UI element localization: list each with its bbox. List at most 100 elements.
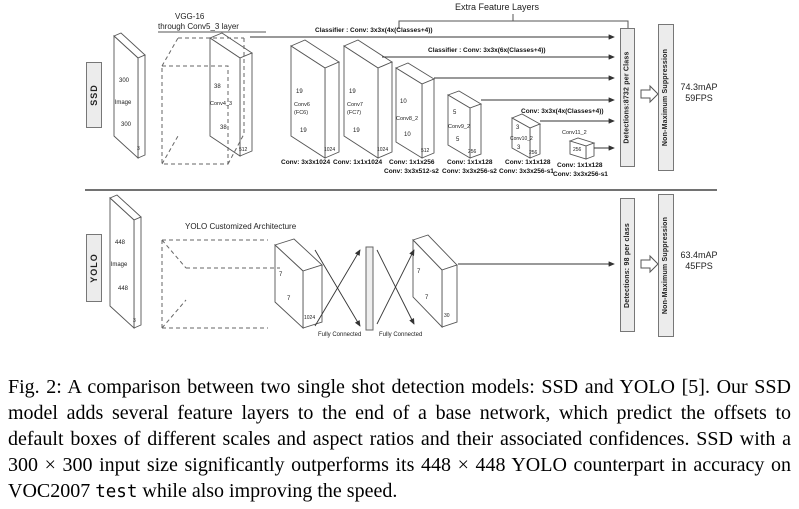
conv11_2-op2: Conv: 3x3x256-s1	[553, 171, 608, 178]
conv11_2-slab-front	[569, 140, 587, 160]
vgg-dashed-cube	[161, 37, 245, 165]
fully-connected-label-1: Fully Connected	[318, 332, 362, 338]
yolo-conv-channels: 1024	[304, 315, 316, 321]
yolo-arch-label: YOLO Customized Architecture	[185, 222, 297, 231]
conv6-dim1: 19	[296, 89, 303, 95]
ssd-input-plate-front	[113, 34, 139, 160]
conv9_2-name: Conv9_2	[448, 124, 471, 130]
ssd-input-plate-side	[137, 54, 146, 159]
caption-text-2: while also improving the speed.	[137, 480, 398, 502]
conv4_3-channels: 512	[239, 147, 248, 153]
conv10_2-op1: Conv: 1x1x128	[505, 159, 551, 166]
yolo-input-channels: 3	[133, 318, 136, 324]
conv9_2-channels: 256	[468, 149, 477, 155]
conv9_2-slab-front	[447, 94, 471, 159]
conv4_3-dim1: 38	[214, 84, 221, 90]
conv11_2-op1: Conv: 1x1x128	[557, 162, 603, 169]
conv10_2-dim1: 3	[516, 125, 520, 131]
classifier1-label: Classifier : Conv: 3x3x(4x(Classes+4))	[315, 27, 433, 34]
yolo-input-height: 448	[114, 240, 125, 246]
diagram-linework	[85, 14, 717, 331]
yolo-nms-block-arrow-icon	[640, 254, 659, 274]
conv8_2-dim1: 10	[400, 99, 407, 105]
extra-feature-layers-bracket	[398, 14, 629, 29]
conv4_3-slab-front	[209, 37, 241, 157]
conv8_2-op2: Conv: 3x3x512-s2	[384, 168, 439, 175]
conv10_2-name: Conv10_2	[510, 136, 533, 142]
yolo-map-score: 63.4mAP	[680, 250, 718, 260]
conv7-op: Conv: 1x1x1024	[333, 159, 383, 166]
conv10_2-dim2: 3	[517, 145, 521, 151]
conv7-name2: (FC7)	[347, 110, 362, 116]
conv9_2-op1: Conv: 1x1x128	[447, 159, 493, 166]
yolo-out-channels: 30	[444, 313, 450, 319]
architecture-diagram: SSD Detections:8732 per Class Non-Maximu…	[85, 2, 718, 338]
fc-layer-bar	[365, 246, 374, 331]
extra-feature-layers-label: Extra Feature Layers	[455, 2, 540, 12]
conv8_2-slab-front	[395, 67, 423, 159]
conv4_3-dim2: 38	[220, 125, 227, 131]
ssd-classifier-arrows	[250, 34, 615, 151]
conv6-name2: (FC6)	[294, 110, 309, 116]
conv7-name: Conv7	[347, 102, 363, 108]
conv6-slab-front	[290, 45, 326, 159]
ssd-input-image-label: Image	[114, 100, 132, 106]
yolo-out-dim2: 7	[425, 295, 429, 301]
fully-connected-arrows	[314, 249, 415, 327]
ssd-row-label: SSD	[89, 84, 100, 106]
ssd-detections-label: Detections:8732 per Class	[624, 51, 631, 144]
yolo-conv-dim1: 7	[279, 272, 283, 278]
caption-mono-text: test	[95, 482, 138, 502]
conv9_2-dim2: 5	[456, 137, 460, 143]
yolo-nms-box: Non-Maximum Suppression	[658, 194, 674, 337]
yolo-input-plate-front	[109, 196, 135, 330]
conv7-slab-front	[343, 45, 379, 159]
vgg-label-line1: VGG-16	[175, 12, 205, 21]
fully-connected-label-2: Fully Connected	[379, 332, 423, 338]
ssd-nms-box: Non-Maximum Suppression	[658, 24, 674, 171]
conv11_2-channels: 256	[573, 147, 582, 153]
ssd-fps-score: 59FPS	[685, 93, 713, 103]
ssd-nms-block-arrow-icon	[640, 84, 659, 104]
conv8_2-dim2: 10	[404, 132, 411, 138]
conv9_2-op2: Conv: 3x3x256-s2	[442, 168, 497, 175]
ssd-input-width: 300	[120, 122, 131, 128]
yolo-row-label: YOLO	[89, 253, 100, 283]
conv6-op: Conv: 3x3x1024	[281, 159, 331, 166]
yolo-row-label-box: YOLO	[86, 234, 102, 302]
yolo-conv-slab-front	[274, 243, 304, 330]
yolo-conv-dim2: 7	[287, 296, 291, 302]
ssd-detections-box: Detections:8732 per Class	[620, 28, 635, 167]
ssd-input-height: 300	[118, 78, 129, 84]
yolo-input-image-label: Image	[110, 262, 128, 268]
conv6-channels: 1024	[324, 147, 336, 153]
yolo-out-slab-front	[412, 238, 443, 329]
yolo-fps-score: 45FPS	[685, 261, 713, 271]
conv4_3-name: Conv4_3	[210, 101, 233, 107]
conv6-slab-side	[324, 61, 340, 159]
ssd-input-channels: 3	[137, 146, 140, 152]
conv6-name: Conv6	[294, 102, 310, 108]
vgg-label-line2: through Conv5_3 layer	[158, 22, 239, 31]
conv10_2-channels: 256	[529, 150, 538, 156]
yolo-detections-label: Detections: 98 per class	[624, 222, 632, 308]
conv7-slab-side	[377, 61, 393, 159]
yolo-nms-label: Non-Maximum Suppression	[662, 216, 670, 315]
conv8_2-name: Conv8_2	[396, 116, 419, 122]
caption-text-1: Fig. 2: A comparison between two single …	[8, 376, 791, 502]
conv10_2-slab-front	[511, 117, 531, 159]
conv8_2-op1: Conv: 1x1x256	[389, 159, 435, 166]
conv10_2-op2: Conv: 3x3x256-s1	[499, 168, 554, 175]
ssd-row-label-box: SSD	[86, 62, 102, 128]
network-layer-slabs	[109, 32, 596, 330]
conv11_2-slab-side	[585, 142, 595, 160]
yolo-dashed-cube	[161, 239, 280, 329]
ssd-nms-label: Non-Maximum Suppression	[662, 48, 670, 147]
conv8_2-slab-side	[421, 78, 435, 159]
conv11_2-name: Conv11_2	[562, 130, 587, 136]
conv9_2-dim1: 5	[453, 110, 457, 116]
ssd-map-score: 74.3mAP	[680, 82, 718, 92]
conv7-dim2: 19	[353, 128, 360, 134]
yolo-out-dim1: 7	[417, 269, 421, 275]
